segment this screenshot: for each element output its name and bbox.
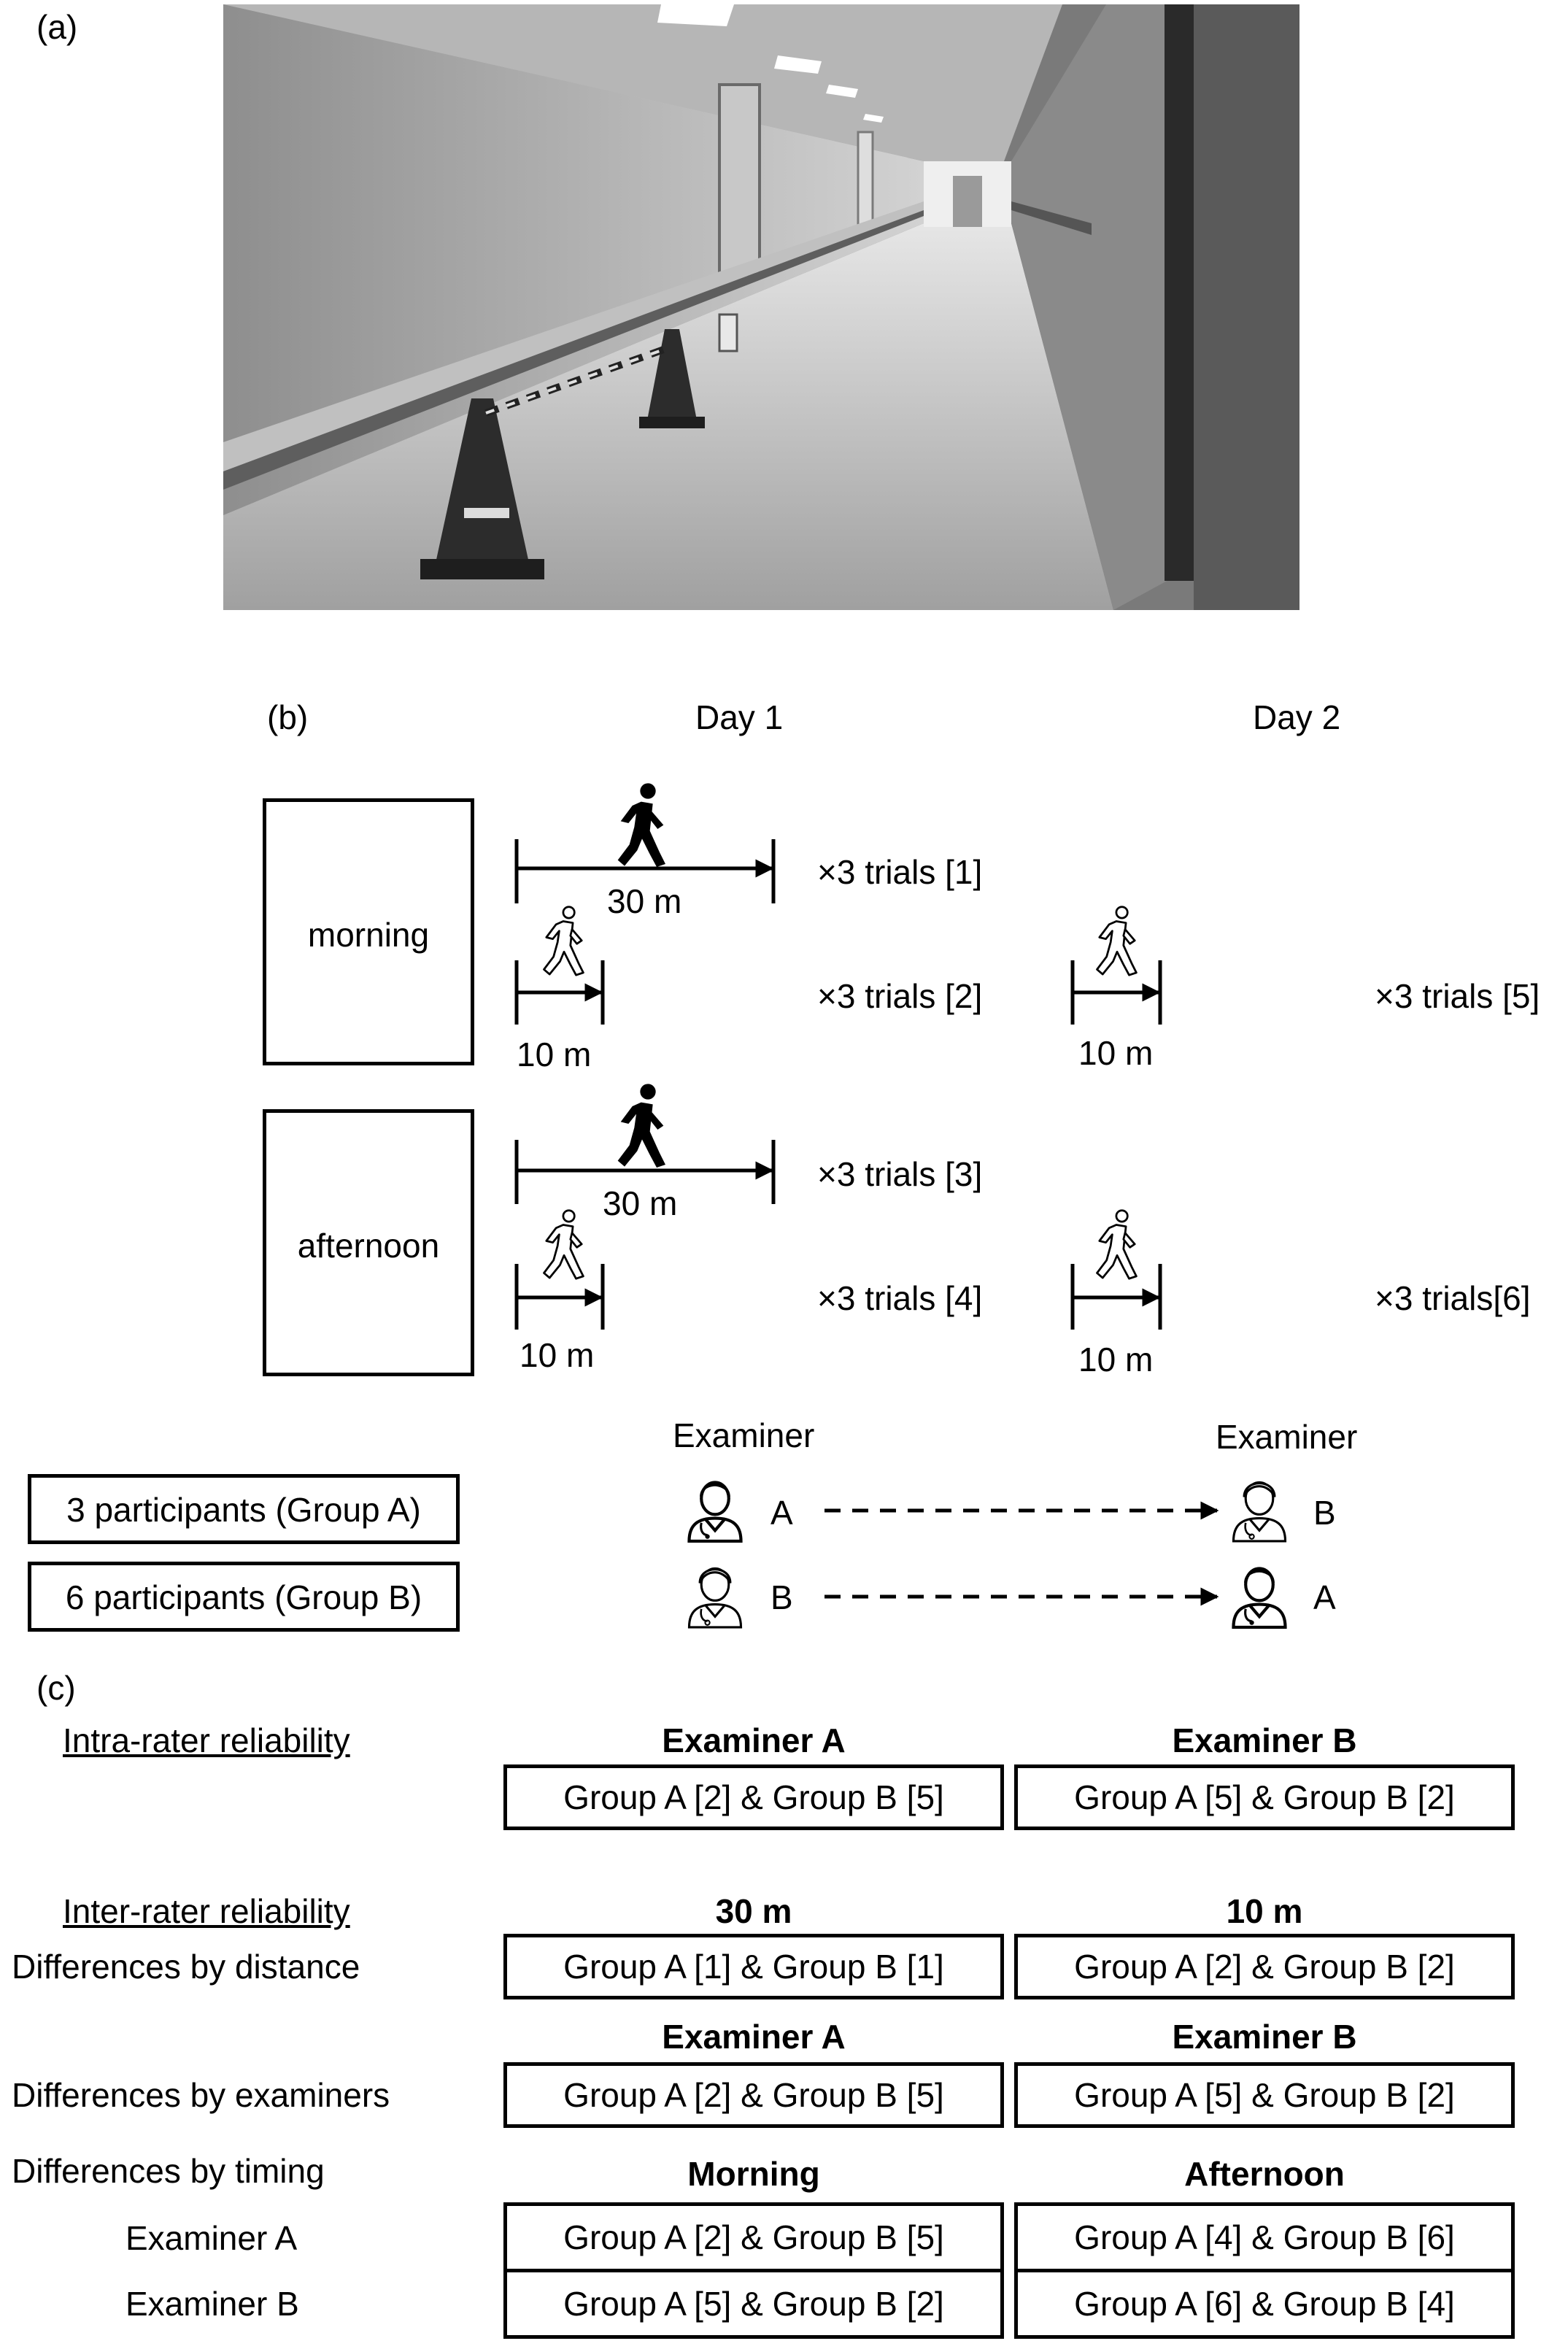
morning-label: morning xyxy=(307,916,430,954)
timing-b-afternoon-cell: Group A [6] & Group B [4] xyxy=(1014,2269,1515,2339)
header-morning: Morning xyxy=(687,2155,820,2193)
intra-header-examiner-a: Examiner A xyxy=(662,1721,846,1759)
examiners-header-a: Examiner A xyxy=(662,2018,846,2056)
walker-fast-icon xyxy=(613,1083,671,1170)
examiner-a-icon xyxy=(684,1474,746,1543)
walker-comfortable-icon xyxy=(540,1208,588,1281)
day1-examiner-label: Examiner xyxy=(673,1416,815,1454)
group-a-label: 3 participants (Group A) xyxy=(66,1491,421,1529)
corridor-photo xyxy=(223,4,1299,610)
morning-30m-arrow xyxy=(514,839,776,903)
examiners-header-b: Examiner B xyxy=(1172,2018,1357,2056)
walker-comfortable-icon xyxy=(1093,905,1141,978)
timing-row-examiner-a-label: Examiner A xyxy=(125,2219,298,2257)
diff-timing-label: Differences by timing xyxy=(12,2152,325,2190)
walker-comfortable-icon xyxy=(1093,1208,1141,1281)
distance-cell-10m: Group A [2] & Group B [2] xyxy=(1014,1934,1515,1999)
panel-b-label: (b) xyxy=(267,698,309,736)
day2-afternoon-10m-arrow xyxy=(1070,1264,1162,1330)
trials-2-label: ×3 trials [2] xyxy=(817,977,983,1015)
intra-rater-title: Intra-rater reliability xyxy=(63,1721,350,1759)
panel-c-label: (c) xyxy=(36,1669,76,1707)
day2-examiner-label: Examiner xyxy=(1216,1418,1358,1456)
distance-cell-30m: Group A [1] & Group B [1] xyxy=(503,1934,1004,1999)
header-30m: 30 m xyxy=(715,1892,792,1930)
timing-a-afternoon-cell: Group A [4] & Group B [6] xyxy=(1014,2202,1515,2272)
group-a-box xyxy=(28,1474,460,1544)
morning-10m-label: 10 m xyxy=(517,1035,592,1073)
timing-row-examiner-b-label: Examiner B xyxy=(125,2285,299,2323)
day2-label: Day 2 xyxy=(1253,698,1341,736)
examiner-a-label: A xyxy=(771,1494,793,1532)
group-b-box xyxy=(28,1562,460,1632)
afternoon-30m-label: 30 m xyxy=(603,1184,678,1222)
walker-comfortable-icon xyxy=(540,905,588,978)
morning-10m-arrow xyxy=(514,960,605,1025)
intra-cell-examiner-a: Group A [2] & Group B [5] xyxy=(503,1764,1004,1830)
afternoon-30m-arrow xyxy=(514,1140,776,1204)
afternoon-session-box xyxy=(263,1109,474,1376)
examiner-b-icon xyxy=(684,1560,746,1629)
trials-5-label: ×3 trials [5] xyxy=(1375,977,1540,1015)
header-afternoon: Afternoon xyxy=(1184,2155,1345,2193)
afternoon-10m-label: 10 m xyxy=(520,1336,595,1374)
day2-morning-10m-label: 10 m xyxy=(1078,1034,1154,1072)
afternoon-10m-arrow xyxy=(514,1264,605,1330)
trials-4-label: ×3 trials [4] xyxy=(817,1279,983,1317)
timing-a-morning-cell: Group A [2] & Group B [5] xyxy=(503,2202,1004,2272)
diff-examiners-label: Differences by examiners xyxy=(12,2076,390,2114)
panel-a-label: (a) xyxy=(36,8,78,46)
examiner-b-label: B xyxy=(771,1578,793,1616)
day2-afternoon-10m-label: 10 m xyxy=(1078,1341,1154,1378)
diff-distance-label: Differences by distance xyxy=(12,1948,360,1986)
group-b-label: 6 participants (Group B) xyxy=(65,1578,422,1616)
day1-label: Day 1 xyxy=(695,698,784,736)
examiner-b-label: B xyxy=(1313,1494,1336,1532)
examiners-cell-b: Group A [5] & Group B [2] xyxy=(1014,2062,1515,2128)
day2-morning-10m-arrow xyxy=(1070,960,1162,1025)
header-10m: 10 m xyxy=(1226,1892,1303,1930)
examiner-a-icon xyxy=(1229,1560,1290,1629)
examiner-a-label: A xyxy=(1313,1578,1336,1616)
examiners-cell-a: Group A [2] & Group B [5] xyxy=(503,2062,1004,2128)
morning-session-box xyxy=(263,798,474,1065)
afternoon-label: afternoon xyxy=(297,1227,440,1265)
timing-b-morning-cell: Group A [5] & Group B [2] xyxy=(503,2269,1004,2339)
trials-1-label: ×3 trials [1] xyxy=(817,853,983,891)
walker-fast-icon xyxy=(613,782,671,870)
examiner-b-icon xyxy=(1229,1474,1290,1543)
trials-3-label: ×3 trials [3] xyxy=(817,1155,983,1193)
inter-rater-title: Inter-rater reliability xyxy=(63,1892,350,1930)
morning-30m-label: 30 m xyxy=(607,882,682,920)
intra-header-examiner-b: Examiner B xyxy=(1172,1721,1357,1759)
trials-6-label: ×3 trials[6] xyxy=(1375,1279,1531,1317)
intra-cell-examiner-b: Group A [5] & Group B [2] xyxy=(1014,1764,1515,1830)
